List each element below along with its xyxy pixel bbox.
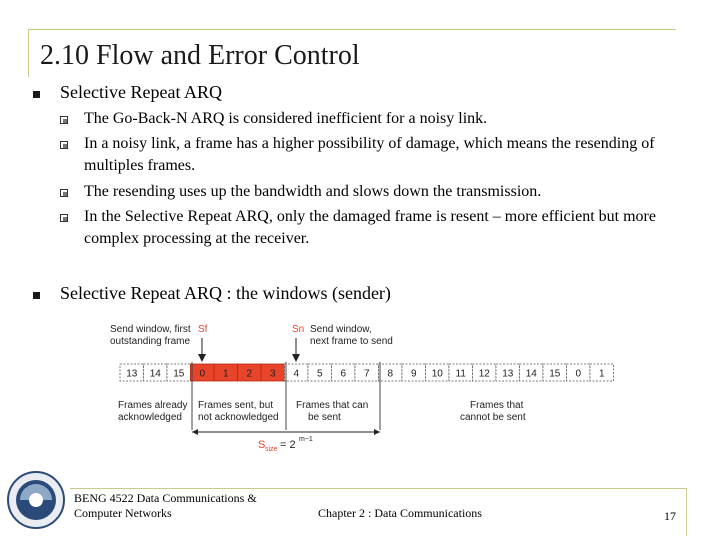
sender-window-diagram: Send window, first outstanding frame Sf … <box>110 324 614 453</box>
bullet-square-icon <box>33 292 40 299</box>
frame-number-label: 9 <box>411 369 417 380</box>
sf-arrow-head <box>198 354 206 362</box>
right-border-line <box>686 488 687 536</box>
frame-number-label: 1 <box>223 369 229 380</box>
label-sf: Sf <box>198 324 208 335</box>
frame-number-label: 6 <box>340 369 346 380</box>
ssize-eq-label: = 2 <box>280 439 296 451</box>
sub-bullet-icon <box>60 141 68 149</box>
sub-bullet-1-text: The Go-Back-N ARQ is considered ineffici… <box>84 110 488 127</box>
label-sn: Sn <box>292 324 304 335</box>
frame-number-label: 1 <box>599 369 605 380</box>
frame-number-label: 5 <box>317 369 323 380</box>
sub-bullet-icon <box>60 189 68 197</box>
sub-bullet-4-text: In the Selective Repeat ARQ, only the da… <box>84 208 656 247</box>
frame-number-label: 3 <box>270 369 276 380</box>
frame-number-label: 14 <box>150 369 162 380</box>
sub-bullet-icon <box>60 116 68 124</box>
frame-number-label: 2 <box>246 369 252 380</box>
ssize-s-label: S <box>258 439 265 451</box>
label-send-window-first-line1: Send window, first <box>110 324 191 335</box>
sender-window-figure: Send window, first outstanding frame Sf … <box>108 320 614 458</box>
label-acked-line2: acknowledged <box>118 412 182 423</box>
ssize-exp-label: m−1 <box>299 436 313 443</box>
ssize-sub-label: size <box>265 446 278 453</box>
page-number: 17 <box>664 509 676 523</box>
frame-number-label: 8 <box>387 369 393 380</box>
sub-bullet-icon <box>60 214 68 222</box>
university-logo-icon <box>7 471 65 529</box>
label-canbesent-line2: be sent <box>308 412 341 423</box>
footer-course-line2: Computer Networks <box>74 506 172 520</box>
sn-arrow-head <box>292 354 300 362</box>
bottom-border-line <box>70 488 686 489</box>
top-border-line <box>28 29 676 30</box>
footer-course-line1: BENG 4522 Data Communications & <box>74 491 257 505</box>
bullet-1-text: Selective Repeat ARQ <box>60 82 222 102</box>
label-send-window-first-line2: outstanding frame <box>110 336 190 347</box>
ssize-right-arrow <box>374 429 380 435</box>
frame-number-label: 13 <box>502 369 514 380</box>
slide-title: 2.10 Flow and Error Control <box>40 40 360 71</box>
frame-number-label: 11 <box>456 369 467 380</box>
label-sent-line1: Frames sent, but <box>198 400 273 411</box>
frame-number-label: 10 <box>432 369 444 380</box>
label-cannot-line2: cannot be sent <box>460 412 526 423</box>
footer-chapter: Chapter 2 : Data Communications <box>318 506 482 520</box>
label-sent-line2: not acknowledged <box>198 412 279 423</box>
label-send-window-next-line1: Send window, <box>310 324 372 335</box>
label-cannot-line1: Frames that <box>470 400 524 411</box>
frame-number-label: 12 <box>479 369 491 380</box>
label-canbesent-line1: Frames that can <box>296 400 368 411</box>
sub-bullet-3-text: The resending uses up the bandwidth and … <box>84 183 542 200</box>
frame-number-label: 7 <box>364 369 370 380</box>
sub-bullet-2-text: In a noisy link, a frame has a higher po… <box>84 135 655 174</box>
bullet-square-icon <box>33 91 40 98</box>
label-send-window-next-line2: next frame to send <box>310 336 393 347</box>
frame-number-label: 14 <box>526 369 538 380</box>
left-border-line <box>28 29 29 77</box>
frame-number-label: 0 <box>199 369 205 380</box>
frame-number-label: 0 <box>575 369 581 380</box>
frame-number-label: 15 <box>173 369 185 380</box>
label-acked-line1: Frames already <box>118 400 187 411</box>
bullet-2-text: Selective Repeat ARQ : the windows (send… <box>60 283 391 303</box>
frame-number-label: 4 <box>293 369 299 380</box>
frame-number-label: 15 <box>549 369 561 380</box>
ssize-left-arrow <box>192 429 198 435</box>
frame-box <box>589 363 614 382</box>
frame-number-label: 13 <box>126 369 138 380</box>
